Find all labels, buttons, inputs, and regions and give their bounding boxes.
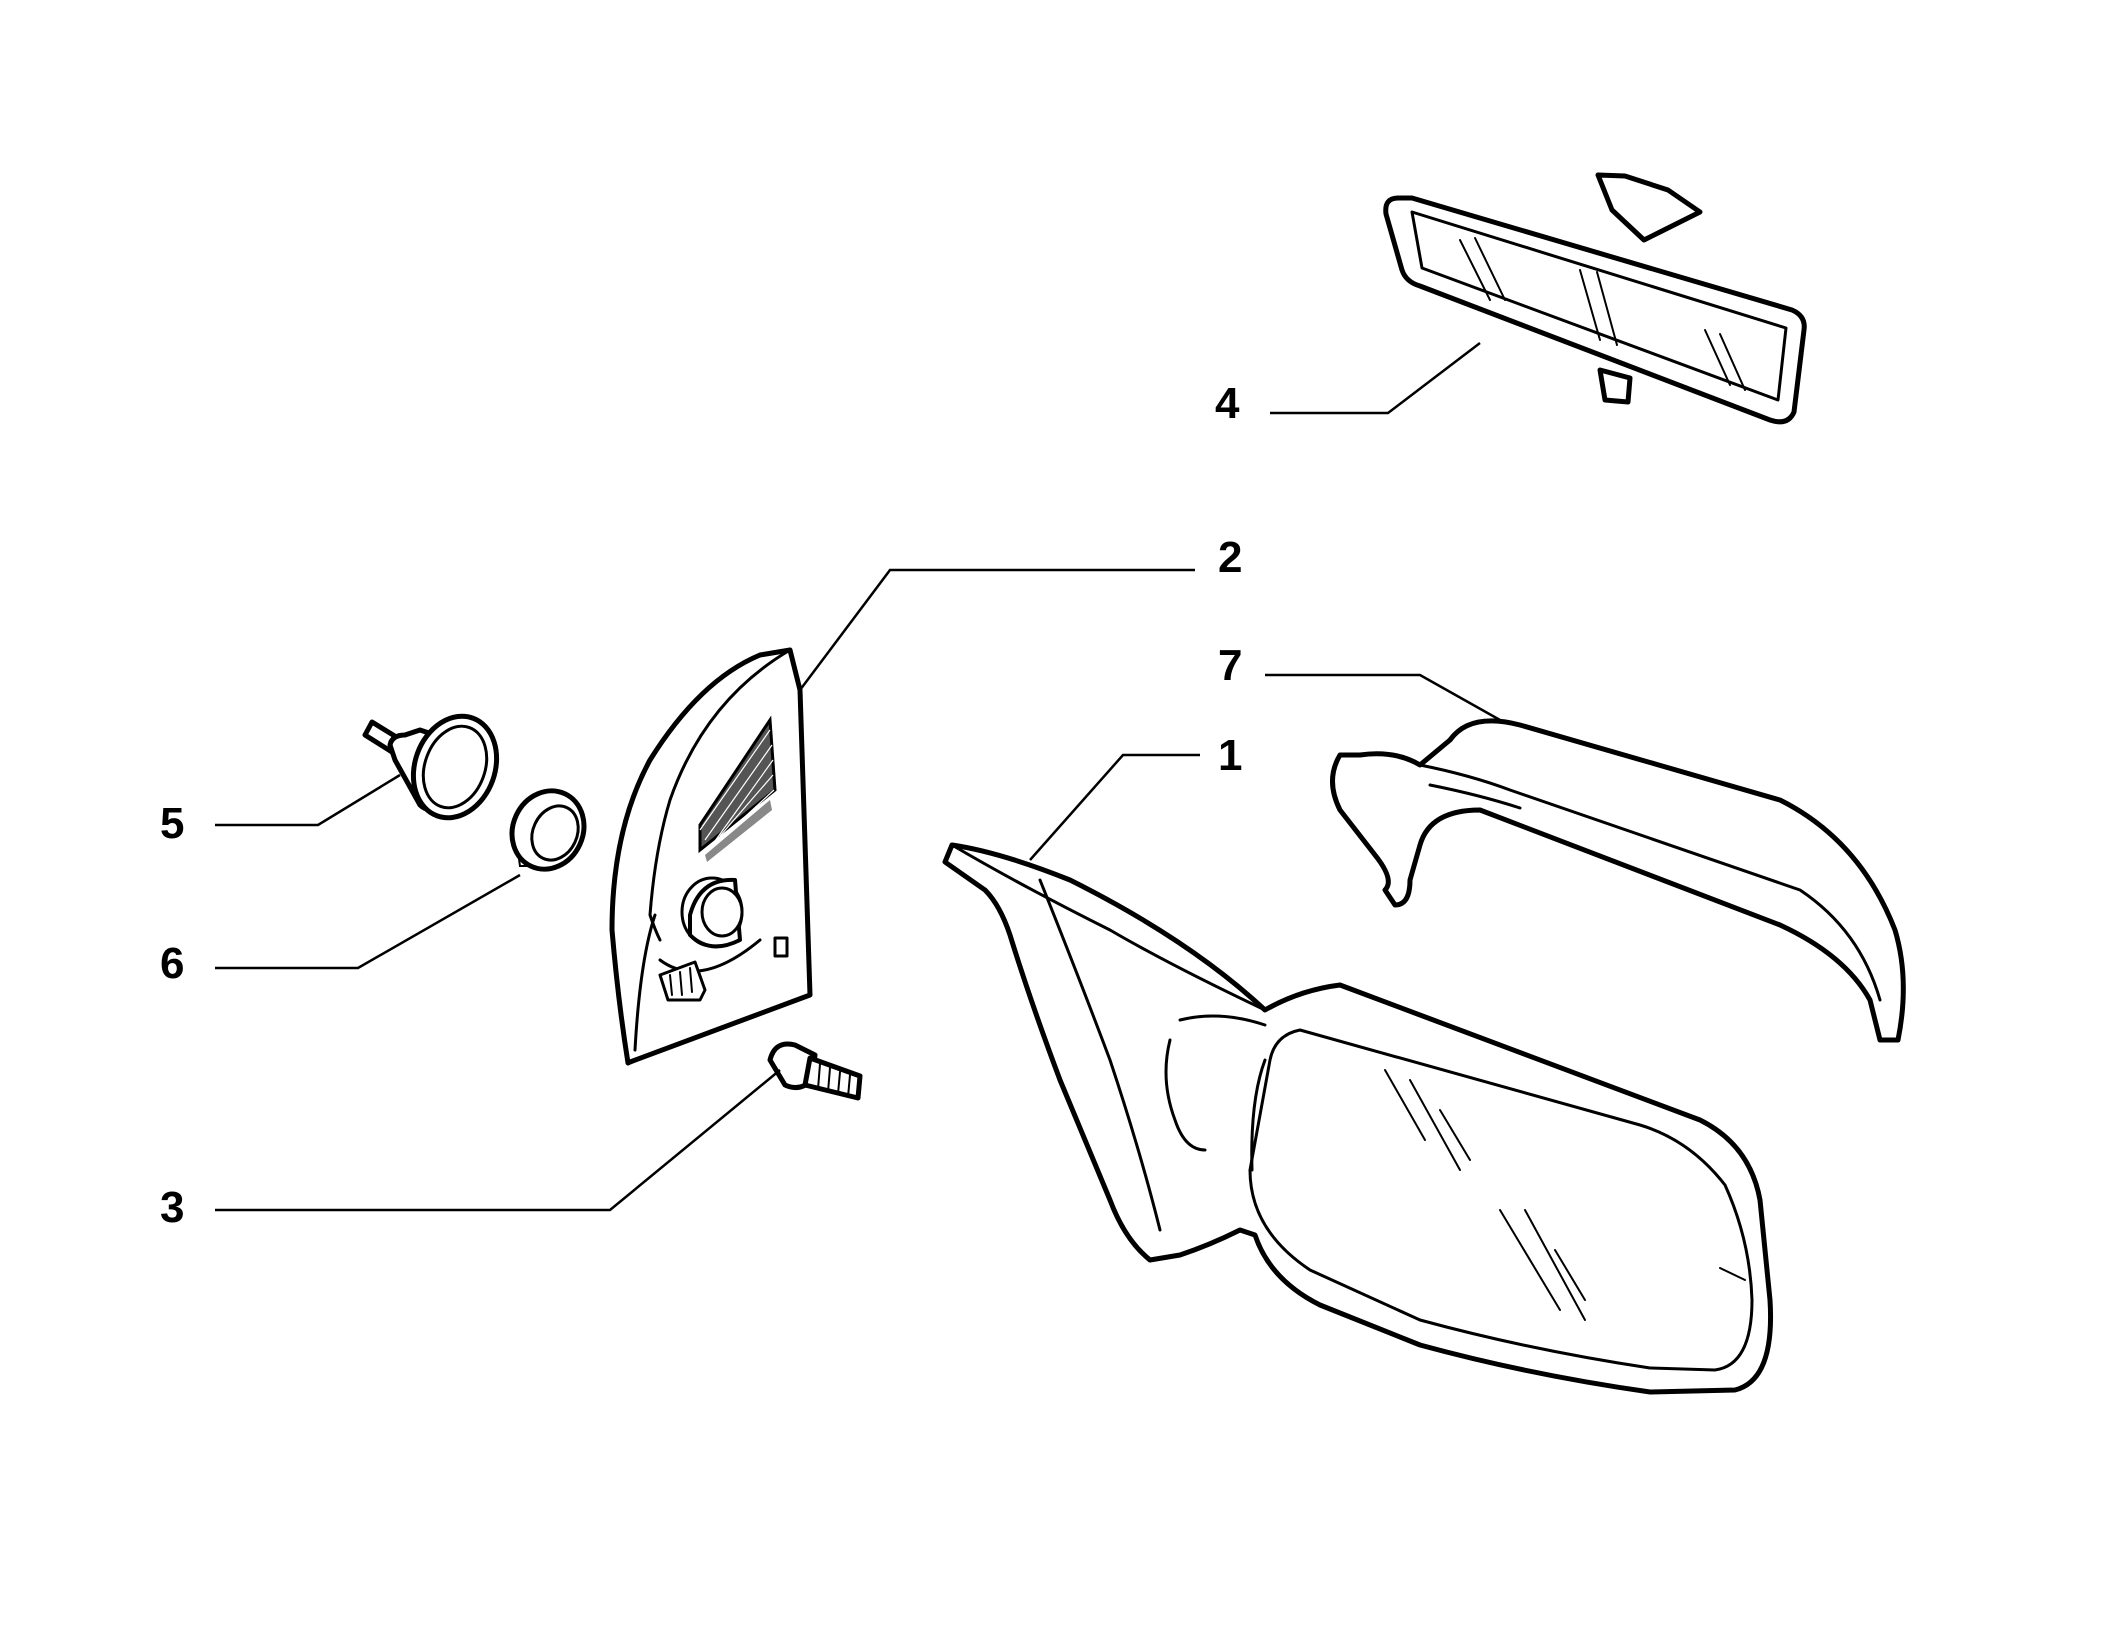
callout-2: 2: [1218, 533, 1242, 582]
callout-5: 5: [160, 799, 184, 848]
leader-line-3: [215, 1069, 781, 1212]
leader-line-7: [1265, 673, 1501, 722]
callout-4: 4: [1215, 379, 1240, 428]
callout-7: 7: [1218, 641, 1242, 690]
mirror-inner-cover-drawing: [609, 647, 813, 1066]
callout-6: 6: [160, 939, 184, 988]
callout-3: 3: [160, 1183, 184, 1232]
leader-line-5: [215, 773, 401, 827]
callout-1: 1: [1218, 731, 1242, 780]
leader-line-6: [215, 873, 521, 970]
leader-line-1: [1029, 753, 1200, 861]
mirror-housing-cap-drawing: [1330, 718, 1906, 1043]
leader-line-2: [799, 568, 1195, 691]
ring-drawing: [509, 788, 587, 872]
rear-view-mirror-drawing: [1383, 172, 1807, 425]
screw-drawing: [767, 1041, 863, 1101]
exterior-mirror-drawing: [942, 842, 1774, 1395]
leader-line-4: [1270, 342, 1481, 415]
adjuster-knob-drawing: [362, 713, 500, 821]
